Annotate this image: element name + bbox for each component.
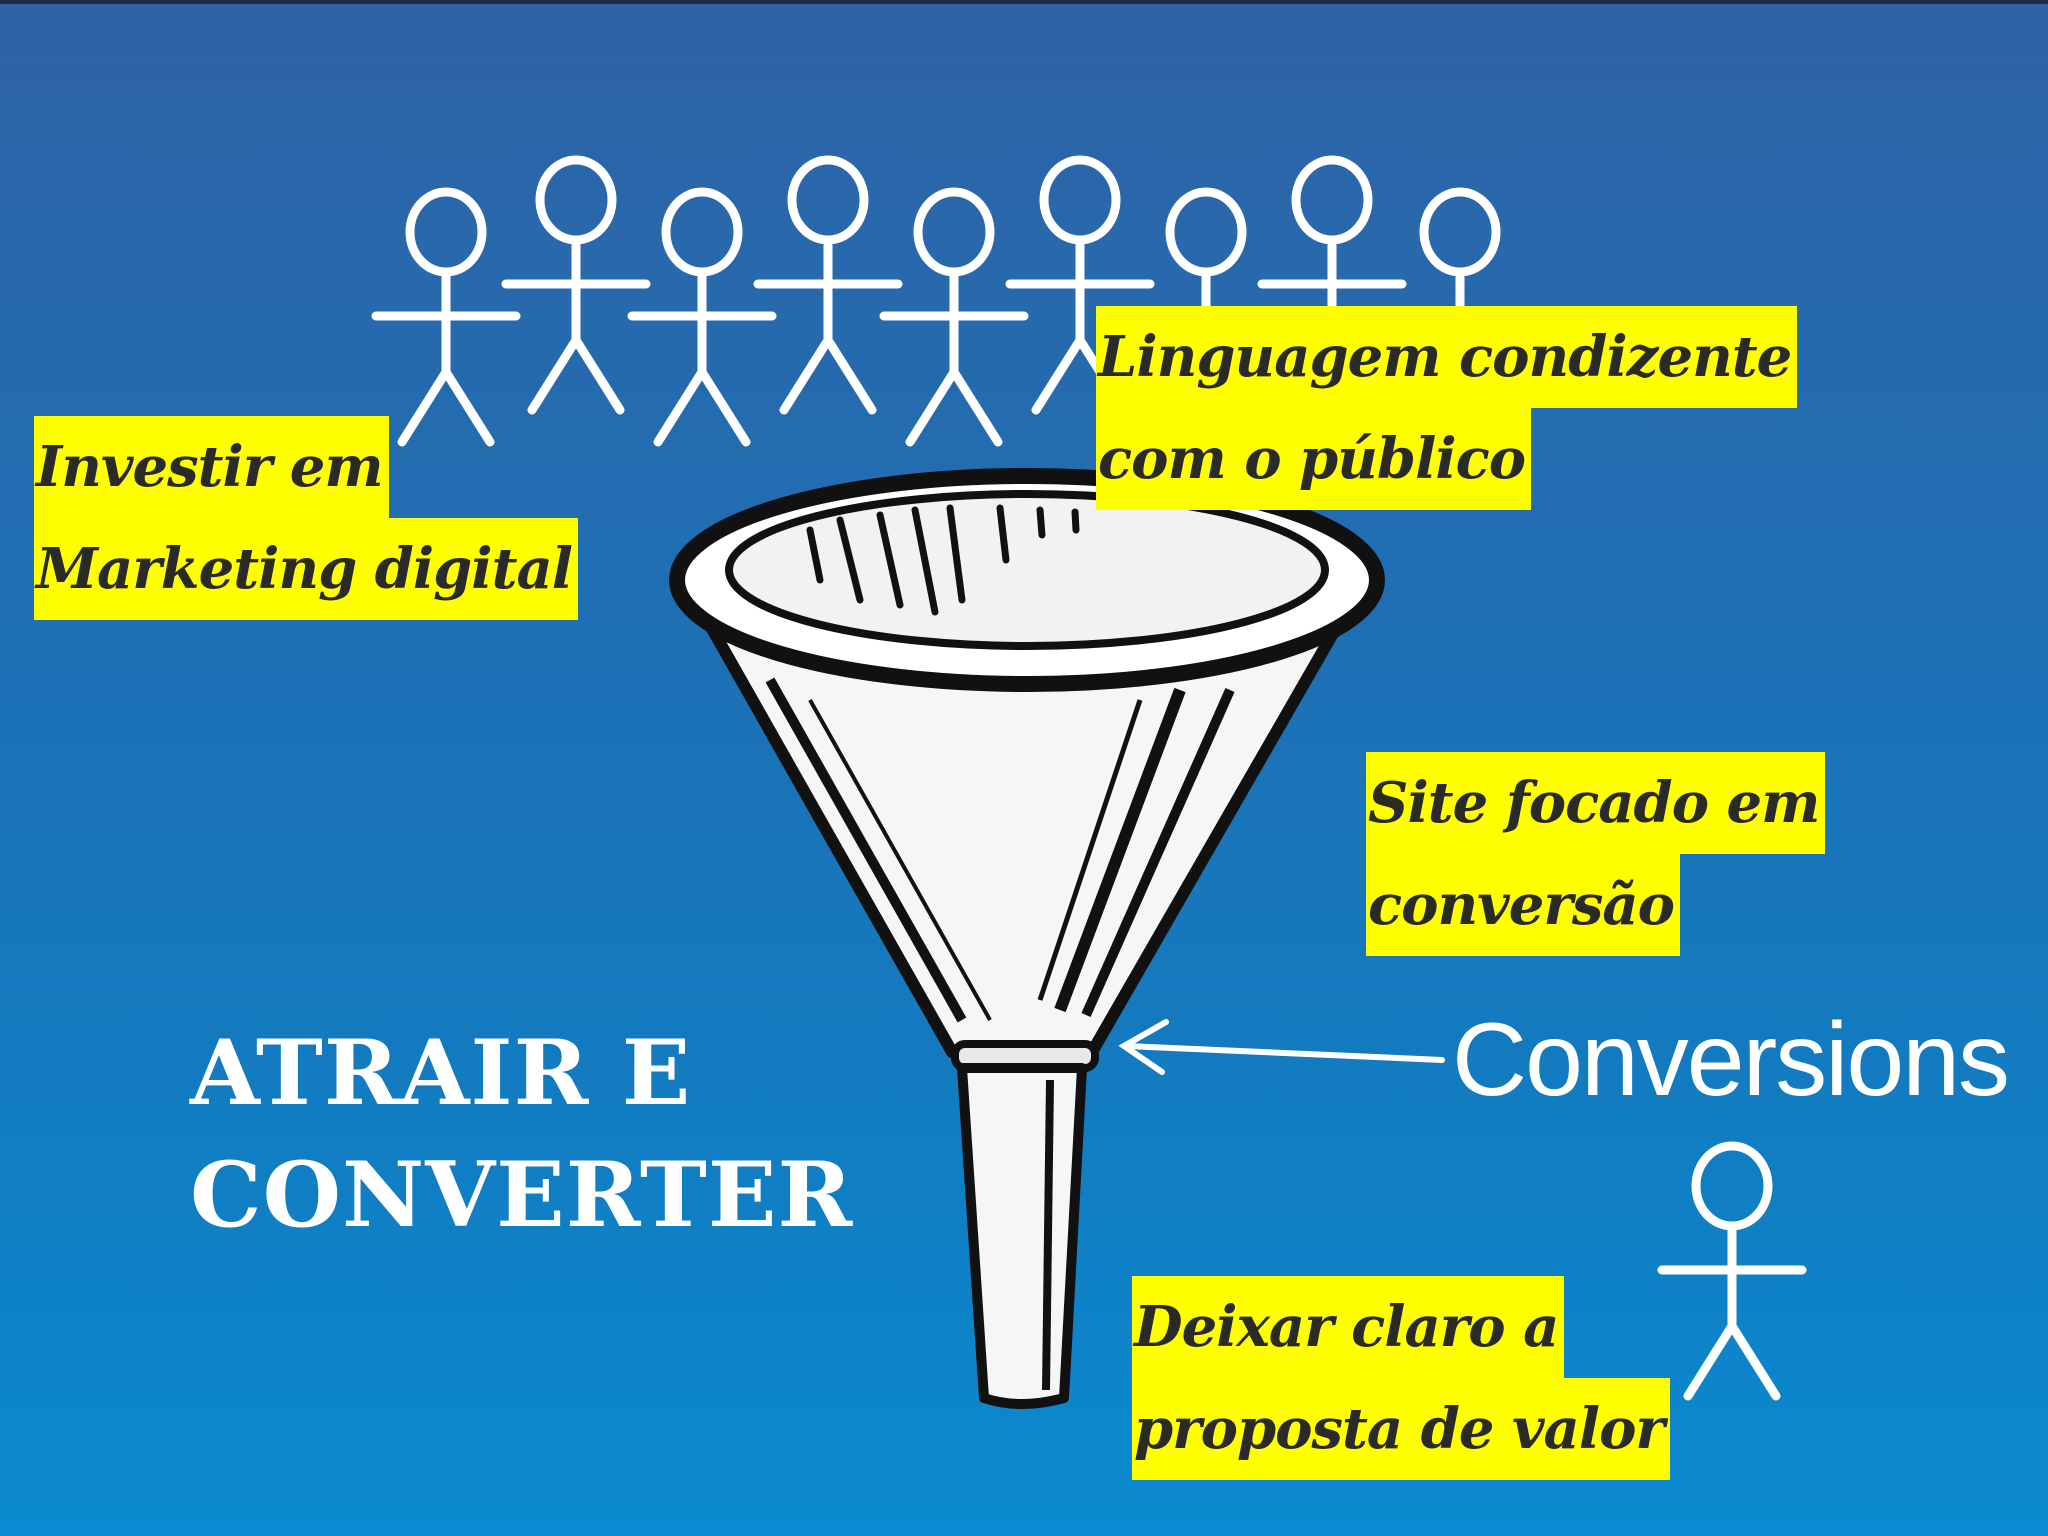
- stick-figure-icon: [1662, 1146, 1802, 1396]
- deixar-label: Deixar claro a proposta de valor: [1132, 1276, 1670, 1480]
- site-label: Site focado em conversão: [1366, 752, 1826, 956]
- investir-line-1: Investir em: [34, 416, 389, 518]
- site-line-1: Site focado em: [1366, 752, 1826, 854]
- linguagem-line-2: com o público: [1096, 408, 1532, 510]
- stick-figure-icon: [758, 160, 898, 410]
- stick-figure-icon: [376, 192, 516, 442]
- site-line-2: conversão: [1366, 854, 1680, 956]
- deixar-line-2: proposta de valor: [1132, 1378, 1670, 1480]
- deixar-line-1: Deixar claro a: [1132, 1276, 1565, 1378]
- main-title: ATRAIR E CONVERTER: [190, 1012, 853, 1256]
- title-line-1: ATRAIR E: [190, 1020, 692, 1126]
- arrow-left-icon: [1118, 1019, 1445, 1075]
- top-border: [0, 0, 2048, 4]
- investir-line-2: Marketing digital: [34, 518, 578, 620]
- stick-figure-icon: [632, 192, 772, 442]
- linguagem-label: Linguagem condizente com o público: [1096, 306, 1798, 510]
- linguagem-line-1: Linguagem condizente: [1096, 306, 1798, 408]
- stick-figure-icon: [506, 160, 646, 410]
- stick-figure-icon: [884, 192, 1024, 442]
- title-line-2: CONVERTER: [190, 1142, 854, 1248]
- investir-label: Investir em Marketing digital: [34, 416, 578, 620]
- funnel-icon: [669, 468, 1385, 1409]
- conversions-label: Conversions: [1452, 1002, 2010, 1118]
